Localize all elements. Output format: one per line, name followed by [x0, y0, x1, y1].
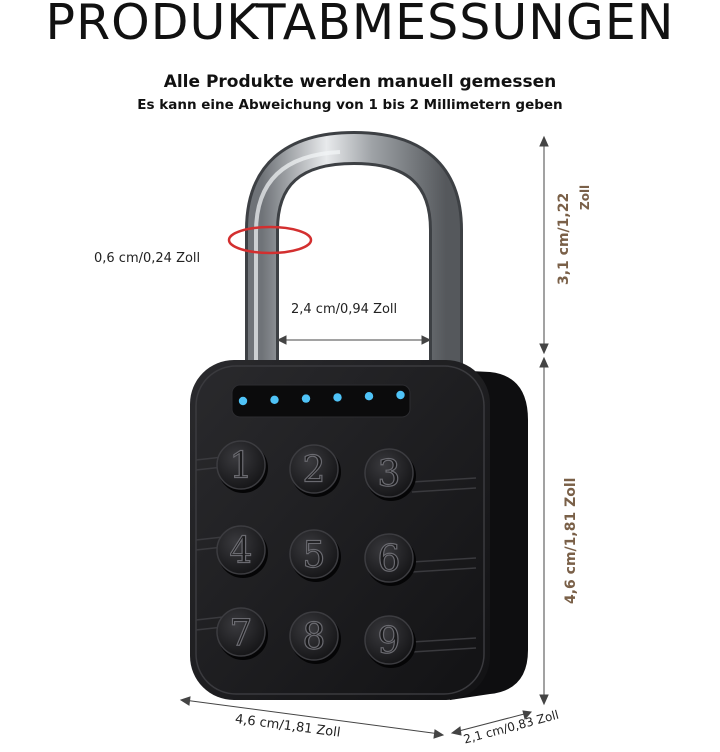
shackle-thickness-label: 0,6 cm/0,24 Zoll — [94, 251, 201, 266]
keypad-key-8[interactable]: 8 — [289, 611, 341, 664]
keypad-key-label: 8 — [303, 617, 326, 658]
keypad-key-label: 6 — [378, 539, 401, 580]
keypad-key-label: 1 — [230, 446, 253, 487]
keypad-key-5[interactable]: 5 — [289, 529, 341, 582]
body-height-label: 4,6 cm/1,81 Zoll — [563, 477, 579, 604]
indicator-light — [364, 392, 374, 401]
keypad: 1 2 3 4 5 6 7 8 9 — [216, 440, 416, 668]
subtitle-measured: Alle Produkte werden manuell gemessen — [163, 72, 557, 92]
keypad-key-label: 7 — [230, 613, 253, 654]
indicator-light — [396, 390, 405, 400]
keypad-key-label: 2 — [303, 450, 326, 491]
keypad-key-4[interactable]: 4 — [216, 525, 268, 578]
shackle-height-label: 3,1 cm/1,22 — [556, 193, 572, 285]
thickness-highlight-ring — [227, 225, 313, 255]
shackle-height-unit: Zoll — [578, 184, 592, 210]
indicator-light — [238, 396, 248, 406]
keypad-key-label: 3 — [378, 454, 401, 495]
indicator-light — [270, 395, 279, 404]
keypad-key-1[interactable]: 1 — [216, 440, 268, 493]
subtitle-deviation: Es kann eine Abweichung von 1 bis 2 Mill… — [137, 97, 563, 113]
keypad-key-9[interactable]: 9 — [364, 615, 416, 668]
side-grip-lines — [195, 455, 477, 653]
keypad-key-7[interactable]: 7 — [216, 607, 268, 660]
keypad-key-3[interactable]: 3 — [364, 448, 416, 501]
lock-body — [190, 360, 490, 700]
keypad-key-2[interactable]: 2 — [289, 444, 341, 497]
keypad-key-label: 4 — [230, 531, 253, 572]
indicator-strip — [231, 384, 411, 418]
shackle — [245, 130, 463, 370]
keypad-key-6[interactable]: 6 — [364, 533, 416, 586]
shackle-width-label: 2,4 cm/0,94 Zoll — [291, 302, 398, 317]
dimension-lines — [179, 135, 549, 739]
indicator-light — [333, 393, 342, 402]
shackle-height-value: 3,1 cm/1,22 — [556, 192, 572, 285]
page-title: PRODUKTABMESSUNGEN — [45, 0, 675, 51]
keypad-key-label: 9 — [378, 621, 401, 662]
indicator-light — [301, 394, 311, 403]
keypad-key-label: 5 — [303, 535, 326, 576]
